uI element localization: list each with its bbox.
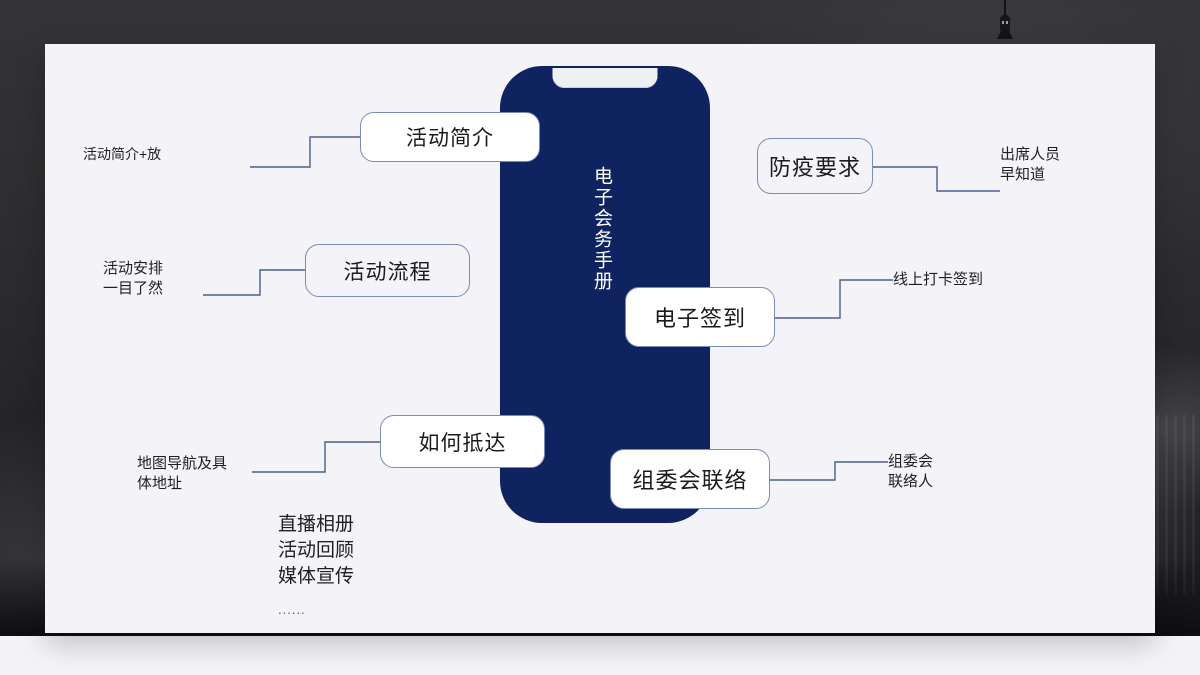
leaf-intro: 活动简介+放 <box>83 146 162 162</box>
leaf-arrive: 地图导航及具 体地址 <box>137 455 228 492</box>
node-intro-label: 活动简介 <box>406 127 494 150</box>
tower-silhouette-icon <box>992 0 1018 40</box>
leaf-contact: 组委会 联络人 <box>888 453 934 490</box>
node-flow-label: 活动流程 <box>343 260 432 284</box>
node-flow[interactable]: 活动流程 <box>305 244 470 297</box>
node-contact[interactable]: 组委会联络 <box>610 449 770 509</box>
node-arrive[interactable]: 如何抵达 <box>380 415 545 468</box>
extra-list-item-1: 活动回顾 <box>278 540 355 561</box>
extra-list: 直播相册 活动回顾 媒体宣传 ...... <box>278 512 354 620</box>
connector-arrive <box>252 441 380 473</box>
node-contact-label: 组委会联络 <box>632 468 748 493</box>
leaf-checkin: 线上打卡签到 <box>893 271 984 288</box>
leaf-epidemic: 出席人员 早知道 <box>1000 146 1061 183</box>
phone-notch-icon <box>552 68 658 88</box>
slide-card: 电子会务手册 活动简介 活动流程 如何抵达 防疫要求 电子签到 组委会联络 活动… <box>45 44 1155 633</box>
node-arrive-label: 如何抵达 <box>418 431 507 455</box>
node-checkin[interactable]: 电子签到 <box>625 287 775 347</box>
connector-intro <box>250 136 360 168</box>
extra-list-item-0: 直播相册 <box>278 514 355 535</box>
node-intro[interactable]: 活动简介 <box>360 112 540 162</box>
leaf-flow: 活动安排 一目了然 <box>103 260 164 297</box>
phone-title: 电子会务手册 <box>591 166 612 292</box>
connector-checkin <box>775 279 893 319</box>
extra-list-item-2: 媒体宣传 <box>278 566 355 587</box>
connector-epidemic <box>872 166 1000 192</box>
node-checkin-label: 电子签到 <box>653 306 746 331</box>
extra-list-ellipsis: ...... <box>278 602 306 617</box>
node-epidemic[interactable]: 防疫要求 <box>757 138 873 194</box>
node-epidemic-label: 防疫要求 <box>768 155 861 180</box>
connector-contact <box>770 461 888 481</box>
